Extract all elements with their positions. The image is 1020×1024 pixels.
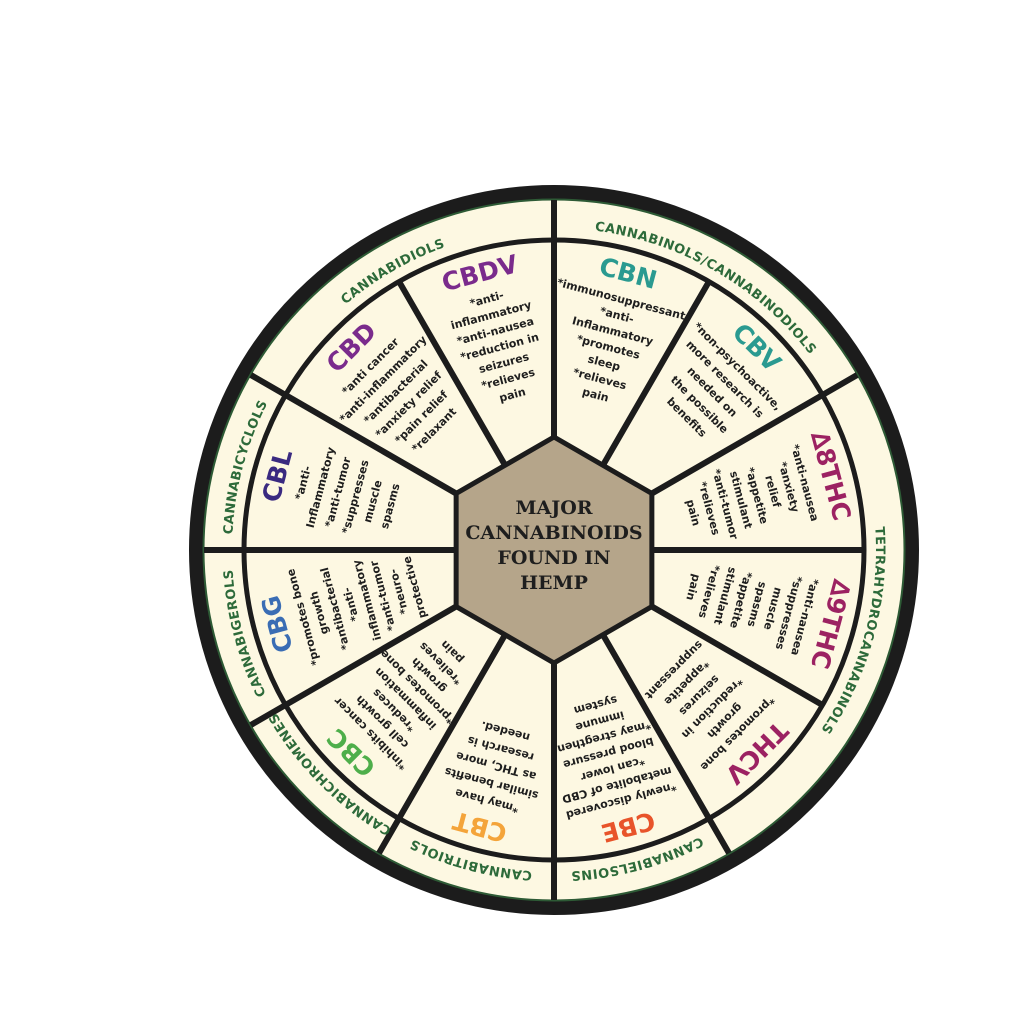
segment-divider <box>249 372 474 506</box>
segment-divider <box>598 280 712 470</box>
segment-divider <box>634 594 824 708</box>
center-title-line: HEMP <box>520 572 588 594</box>
center-title-line: FOUND IN <box>497 547 610 569</box>
center-hexagon <box>453 434 655 666</box>
segment-divider <box>249 594 474 728</box>
center-title-line: CANNABINOIDS <box>465 522 642 544</box>
segment-divider <box>396 280 510 470</box>
segment-divider <box>376 630 510 855</box>
segment-divider <box>598 630 732 855</box>
green-inner-rim <box>202 198 906 902</box>
segment-cbdv: CBDV*anti-inflammatory*anti-nausea*reduc… <box>439 249 541 405</box>
segment-divider <box>634 372 859 506</box>
center-title-line: MAJOR <box>515 497 592 519</box>
